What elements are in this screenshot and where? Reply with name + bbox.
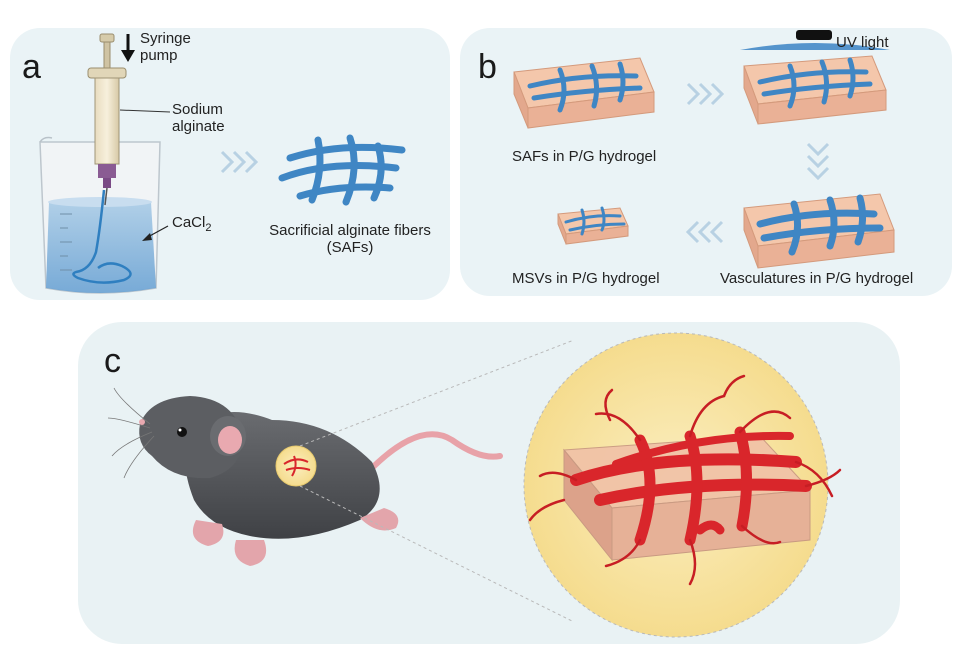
panel-c-letter: c (104, 342, 121, 380)
mouse (107, 387, 503, 566)
step2-label: Vasculatures in P/G hydrogel (720, 270, 914, 287)
saf-fibers (278, 134, 406, 206)
sodium-leader-line (119, 109, 171, 113)
arrow-b3 (685, 220, 724, 244)
vascularized-hydrogel (528, 374, 842, 586)
panel-a-letter: a (22, 48, 41, 86)
beaker (39, 136, 161, 294)
hydrogel-block-2 (743, 55, 887, 125)
uv-light-label: UV light (836, 34, 889, 51)
cacl2-text: CaCl (172, 214, 206, 231)
arrow-a (220, 150, 259, 174)
cacl2-subscript: 2 (205, 222, 212, 234)
arrow-b2 (806, 142, 830, 181)
syringe (87, 33, 127, 206)
step3-label: MSVs in P/G hydrogel (512, 270, 660, 287)
saf-label: Sacrificial alginate fibers (SAFs) (269, 222, 431, 256)
hydrogel-block-4 (557, 206, 629, 245)
panel-b-letter: b (478, 48, 497, 86)
arrow-b1 (686, 82, 725, 106)
cacl2-label: CaCl2 (172, 214, 211, 237)
zoom-lines (299, 339, 575, 623)
cacl-arrow (142, 225, 169, 241)
hydrogel-block-1 (513, 57, 655, 129)
syringe-pump-label: Syringe pump (140, 30, 191, 64)
uv-light (740, 30, 890, 50)
syringe-arrow (121, 34, 135, 62)
sodium-alginate-label: Sodium alginate (172, 101, 225, 135)
step1-label: SAFs in P/G hydrogel (512, 148, 657, 165)
hydrogel-block-3 (743, 193, 895, 269)
